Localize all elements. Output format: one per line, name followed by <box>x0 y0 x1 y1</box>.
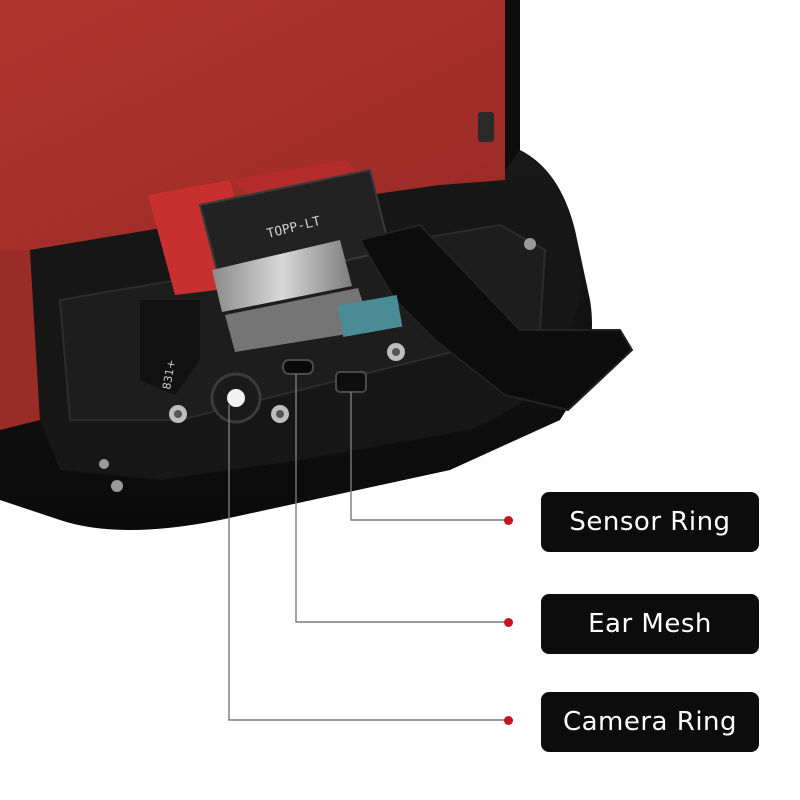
metal-shield <box>212 240 352 312</box>
blue-sticker <box>337 295 403 337</box>
camera-ring-label: Camera Ring <box>541 692 759 752</box>
leader-lines <box>228 374 508 721</box>
side-clip <box>478 112 494 142</box>
sensor-leader-line <box>350 392 508 521</box>
screw-icon <box>271 405 289 423</box>
red-tape-shadow <box>230 160 360 200</box>
sensor-ring-icon <box>335 371 367 393</box>
lcd-back-panel <box>0 0 505 250</box>
screw-icon <box>99 459 109 469</box>
camera-leader-line <box>228 405 508 721</box>
screw-icon <box>387 343 405 361</box>
metal-shield-lower <box>225 288 372 352</box>
camera-pointer-dot <box>504 716 513 725</box>
screw-icon <box>524 238 536 250</box>
ear-mesh-label: Ear Mesh <box>541 594 759 654</box>
ear-mesh-icon <box>282 359 314 375</box>
side-bezel <box>505 0 520 170</box>
sensor-ring-label: Sensor Ring <box>541 492 759 552</box>
ear-leader-line <box>295 374 508 623</box>
left-flex <box>140 300 200 395</box>
screw-icon <box>169 405 187 423</box>
flex-cable <box>358 223 634 412</box>
camera-ring-icon <box>210 372 262 424</box>
sensor-pointer-dot <box>504 516 513 525</box>
lcd-lower-panel <box>0 250 40 430</box>
ear-pointer-dot <box>504 618 513 627</box>
flex-small-text: 831+ <box>160 359 178 391</box>
screw-icon <box>111 480 123 492</box>
